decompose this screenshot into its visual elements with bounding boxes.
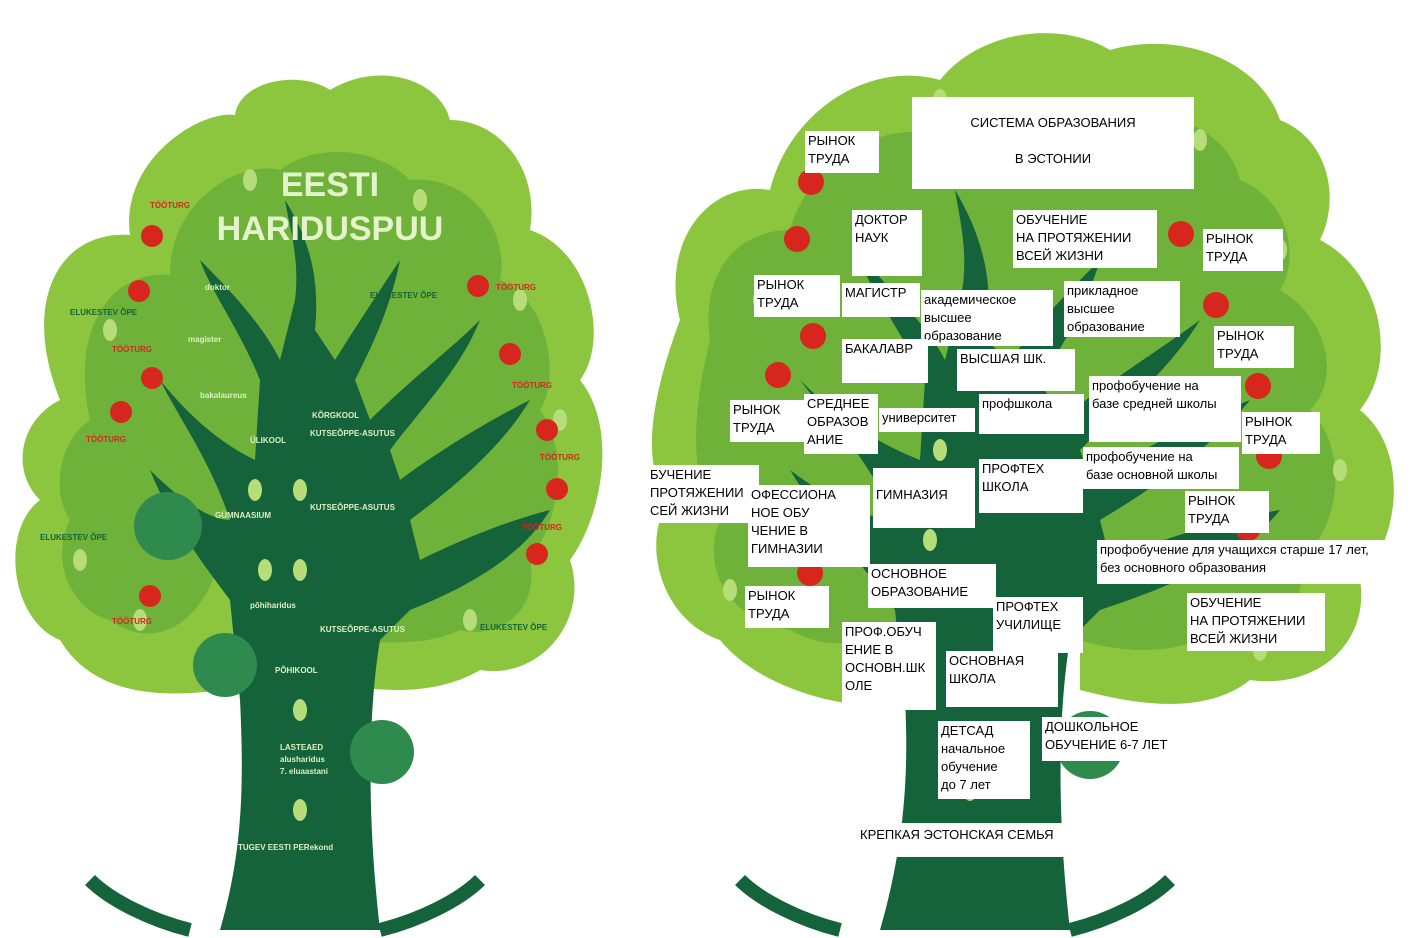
left-apple-label-2: TÖÖTURG [112,345,152,354]
left-lifelong-3: ELUKESTEV ÕPE [40,533,108,542]
prof-basic-label: ПРОФ.ОБУЧ ЕНИЕ В ОСНОВН.ШК ОЛЕ [842,622,936,710]
left-label-seven: 7. eluaastani [280,767,328,776]
market-label-2: РЫНОК ТРУДА [754,275,840,317]
bakalavr-label: БАКАЛАВР [842,339,928,383]
vocational-basic-label: профобучение на базе основной школы [1083,447,1239,489]
left-apple-label-1: TÖÖTURG [150,201,190,210]
left-label-alusharidus: alusharidus [280,755,325,764]
lifelong-right-label: ОБУЧЕНИЕ НА ПРОТЯЖЕНИИ ВСЕЙ ЖИЗНИ [1187,593,1325,651]
right-title: СИСТЕМА ОБРАЗОВАНИЯ В ЭСТОНИИ [912,97,1194,189]
proftech-uchilishche-label: ПРОФТЕХ УЧИЛИЩЕ [993,597,1083,653]
lifelong-top-label: ОБУЧЕНИЕ НА ПРОТЯЖЕНИИ ВСЕЙ ЖИЗНИ [1013,210,1157,268]
market-label-4: РЫНОК ТРУДА [745,586,829,628]
left-apples [110,225,568,607]
market-label-7: РЫНОК ТРУДА [1242,412,1320,454]
left-label-doktor: doktor [205,283,230,292]
left-label-pohiharidus: põhiharidus [250,601,296,610]
left-label-lasteaed: LASTEAED [280,743,323,752]
left-label-pohikool: PÕHIKOOL [275,666,318,675]
family-label: КРЕПКАЯ ЭСТОНСКАЯ СЕМЬЯ [857,823,1109,857]
voc-17-label: профобучение для учащихся старше 17 лет,… [1097,540,1419,584]
market-label-8: РЫНОК ТРУДА [1185,491,1269,533]
left-lifelong-4: ELUKESTEV ÕPE [480,623,548,632]
higher-school-label: ВЫСШАЯ ШК. [957,349,1075,391]
secondary-label: СРЕДНЕЕ ОБРАЗОВ АНИЕ [804,394,878,454]
left-apple-label-5: TÖÖTURG [496,283,536,292]
left-tree-illustration: EESTI HARIDUSPUU TÖÖTURG TÖÖTURG TÖÖTURG… [15,75,603,937]
left-badges [134,492,414,784]
left-title-line1: EESTI [281,166,379,204]
basic-school-label: ОСНОВНАЯ ШКОЛА [946,651,1058,707]
left-label-gumnaasium: GÜMNAASIUM [215,511,271,520]
left-label-family: TUGEV EESTI PERekond [238,843,333,852]
left-apple-label-6: TÖÖTURG [512,381,552,390]
preschool-label: ДОШКОЛЬНОЕ ОБУЧЕНИЕ 6-7 ЛЕТ [1042,717,1182,761]
left-apple-label-3: TÖÖTURG [86,435,126,444]
gymnasium-label: ГИМНАЗИЯ [873,468,975,528]
left-label-kutseoppe-2: KUTSEÕPPE-ASUTUS [310,503,396,512]
left-apple-label-7: TÖÖTURG [540,453,580,462]
left-label-korgkool: KÕRGKOOL [312,411,359,420]
vocational-secondary-label: профобучение на базе средней школы [1089,376,1241,442]
left-label-bakalaureus: bakalaureus [200,391,247,400]
kindergarten-label: ДЕТСАД начальное обучение до 7 лет [938,721,1030,799]
basic-edu-label: ОСНОВНОЕ ОБРАЗОВАНИЕ [868,564,996,608]
market-label-1: РЫНОК ТРУДА [805,131,879,173]
prof-school-label: профшкола [979,394,1084,434]
russian-education-tree: СИСТЕМА ОБРАЗОВАНИЯ В ЭСТОНИИ РЫНОК ТРУД… [640,0,1419,938]
doctor-label: ДОКТОР НАУК [852,210,922,276]
left-title-line2: HARIDUSPUU [217,210,444,248]
academic-label: академическое высшее образование [921,290,1053,346]
left-label-ulikool: ÜLIKOOL [250,436,286,445]
applied-label: прикладное высшее образование [1064,281,1180,337]
left-apple-label-4: TÖÖTURG [112,617,152,626]
magistr-label: МАГИСТР [842,283,920,317]
university-label: университет [879,408,975,432]
left-trunk [85,200,550,937]
left-lifelong-2: ELUKESTEV ÕPE [370,291,438,300]
proftech-school-label: ПРОФТЕХ ШКОЛА [979,459,1083,513]
left-label-magister: magister [188,335,221,344]
left-apple-label-8: TÖÖTURG [522,523,562,532]
left-label-kutseoppe-3: KUTSEÕPPE-ASUTUS [320,625,406,634]
market-label-3: РЫНОК ТРУДА [730,400,806,442]
voc-gym-label: ОФЕССИОНА НОЕ ОБУ ЧЕНИЕ В ГИМНАЗИИ [748,485,870,567]
left-label-kutseoppe-1: KUTSEÕPPE-ASUTUS [310,429,396,438]
left-lifelong-1: ELUKESTEV ÕPE [70,308,138,317]
lifelong-left-label: БУЧЕНИЕ ПРОТЯЖЕНИИ СЕЙ ЖИЗНИ [647,465,759,523]
market-label-5: РЫНОК ТРУДА [1203,229,1283,271]
estonian-education-tree: EESTI HARIDUSPUU TÖÖTURG TÖÖTURG TÖÖTURG… [0,0,620,938]
right-trunk [735,190,1280,937]
market-label-6: РЫНОК ТРУДА [1214,326,1294,368]
